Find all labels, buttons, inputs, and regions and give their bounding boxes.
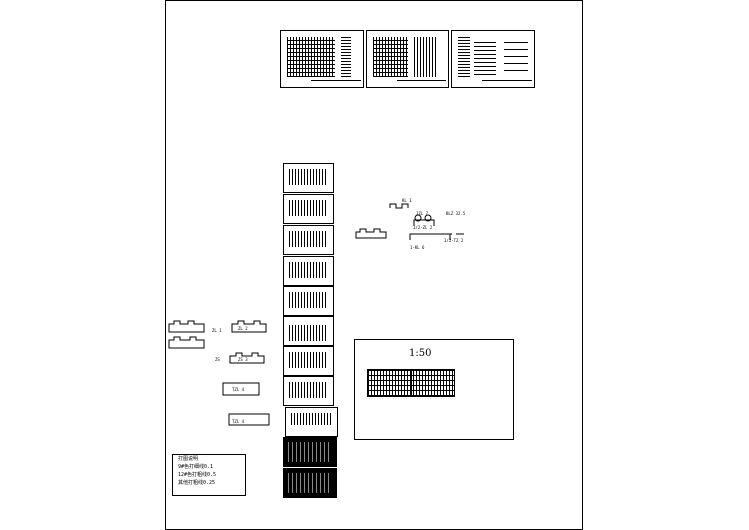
top-sheet-2[interactable]: [366, 30, 449, 88]
label-zl2: ZL 2: [238, 326, 248, 331]
scale-label: 1:50: [409, 348, 432, 359]
label-tz1: TZL 4: [232, 387, 245, 392]
top-sheet-1[interactable]: [280, 30, 364, 88]
stack-sheet[interactable]: [283, 225, 334, 255]
stack-sheet[interactable]: [283, 163, 334, 193]
stack-sheet[interactable]: [283, 256, 334, 286]
stack-sheet-dark[interactable]: [283, 468, 337, 498]
label-zs2: ZS 3: [238, 357, 248, 362]
drawing-frame: [165, 0, 583, 530]
stack-sheet[interactable]: [285, 407, 338, 437]
stack-sheet[interactable]: [283, 346, 334, 376]
stack-sheet[interactable]: [283, 376, 334, 406]
sheet-grid: [287, 37, 335, 77]
label-l1: 1-KL 6: [410, 245, 425, 250]
print-notes: 打图说明 9#色打细线0.1 12#色打粗线0.5 其他打粗线0.25: [172, 454, 246, 496]
top-sheet-3[interactable]: [451, 30, 535, 88]
label-jz: JZL 7: [416, 211, 429, 216]
label-kl1: KL 1: [402, 198, 412, 203]
label-zl1: ZL 1: [212, 328, 222, 333]
label-tz3: 1/2-TZ 2: [444, 238, 464, 243]
stack-sheet[interactable]: [283, 286, 334, 316]
stack-sheet[interactable]: [283, 194, 334, 224]
beam-detail-left: [168, 320, 270, 426]
label-tz2: TZL 4: [232, 419, 245, 424]
label-zs: ZS: [215, 357, 220, 362]
notes-title: 打图说明: [178, 456, 199, 462]
scale-detail-box[interactable]: 1:50: [354, 339, 514, 440]
notes-line2: 12#色打粗线0.5: [178, 472, 217, 478]
beam-detail-middle: [355, 203, 464, 240]
notes-line3: 其他打粗线0.25: [178, 480, 216, 486]
stack-sheet[interactable]: [283, 316, 334, 346]
notes-line1: 9#色打细线0.1: [178, 464, 214, 470]
sheet-grid: [373, 37, 408, 77]
label-zlb: 1/2-ZL 2: [413, 225, 433, 230]
label-dim: BLZ 32.5: [446, 211, 466, 216]
stack-sheet-dark[interactable]: [283, 437, 337, 467]
